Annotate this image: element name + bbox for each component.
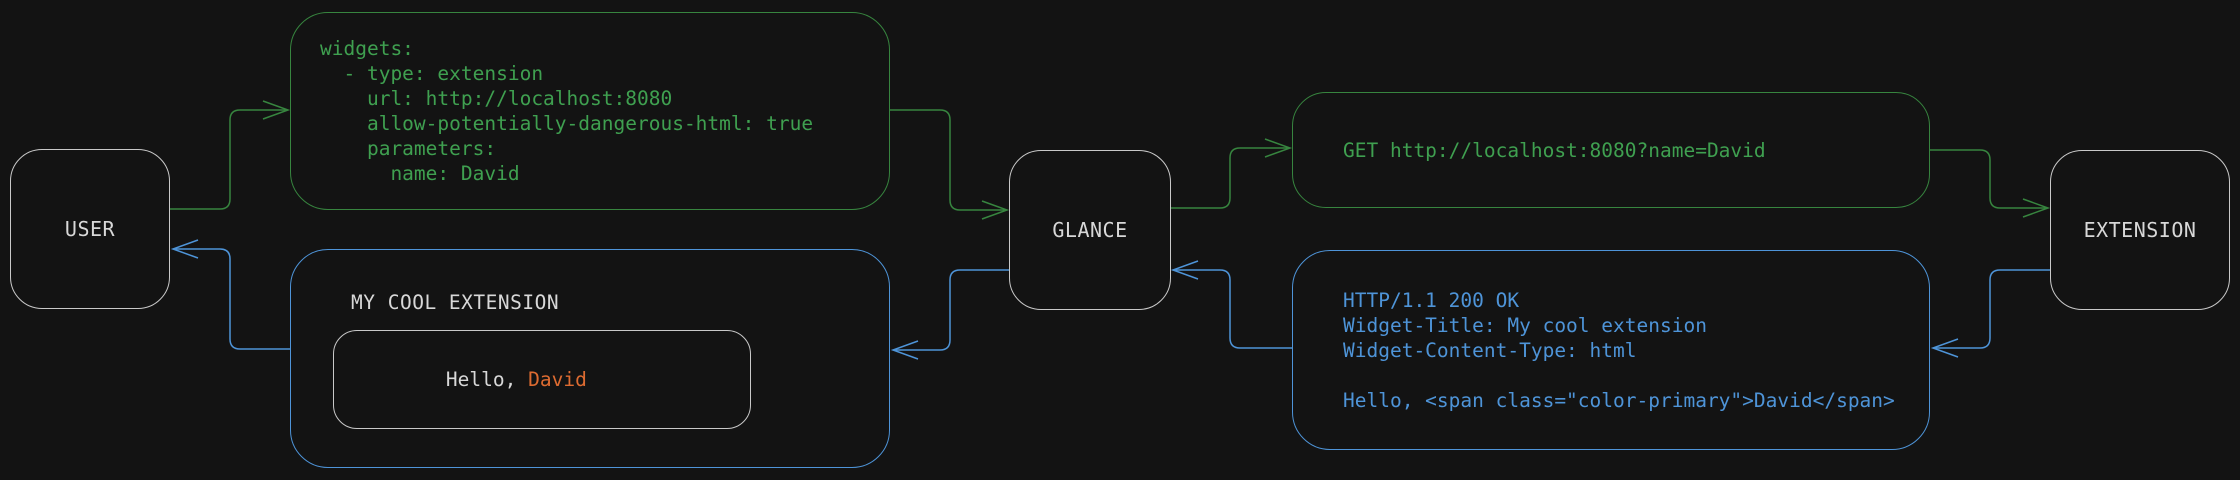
user-node-label: USER <box>64 217 116 241</box>
greeting-prefix: Hello, <box>445 368 529 391</box>
http-request-box: GET http://localhost:8080?name=David <box>1292 92 1930 208</box>
arrow-user-to-config <box>170 100 291 210</box>
glance-node: GLANCE <box>1009 150 1171 310</box>
http-request-code: GET http://localhost:8080?name=David <box>1343 138 1766 162</box>
http-response-box: HTTP/1.1 200 OK Widget-Title: My cool ex… <box>1292 250 1930 450</box>
yaml-config-code: widgets: - type: extension url: http://l… <box>320 37 814 185</box>
yaml-config-box: widgets: - type: extension url: http://l… <box>290 12 890 210</box>
widget-preview-box: MY COOL EXTENSION Hello, David <box>290 249 890 468</box>
arrow-glance-to-request <box>1171 138 1293 209</box>
widget-greeting-text: Hello, David <box>334 345 587 414</box>
user-node: USER <box>10 149 170 309</box>
greeting-name: David <box>528 368 587 391</box>
arrow-request-to-extension <box>1930 149 2051 218</box>
extension-node-label: EXTENSION <box>2083 218 2197 242</box>
widget-preview-title: MY COOL EXTENSION <box>351 291 560 314</box>
http-response-code: HTTP/1.1 200 OK Widget-Title: My cool ex… <box>1343 288 1895 412</box>
arrow-extension-to-response <box>1930 269 2050 358</box>
arrow-widget-to-user <box>170 239 290 350</box>
extension-node: EXTENSION <box>2050 150 2230 310</box>
arrow-response-to-glance <box>1170 260 1292 349</box>
arrow-config-to-glance <box>890 109 1010 220</box>
glance-node-label: GLANCE <box>1052 218 1128 242</box>
arrow-glance-to-widget <box>890 269 1009 360</box>
widget-rendered-output-box: Hello, David <box>333 330 751 429</box>
